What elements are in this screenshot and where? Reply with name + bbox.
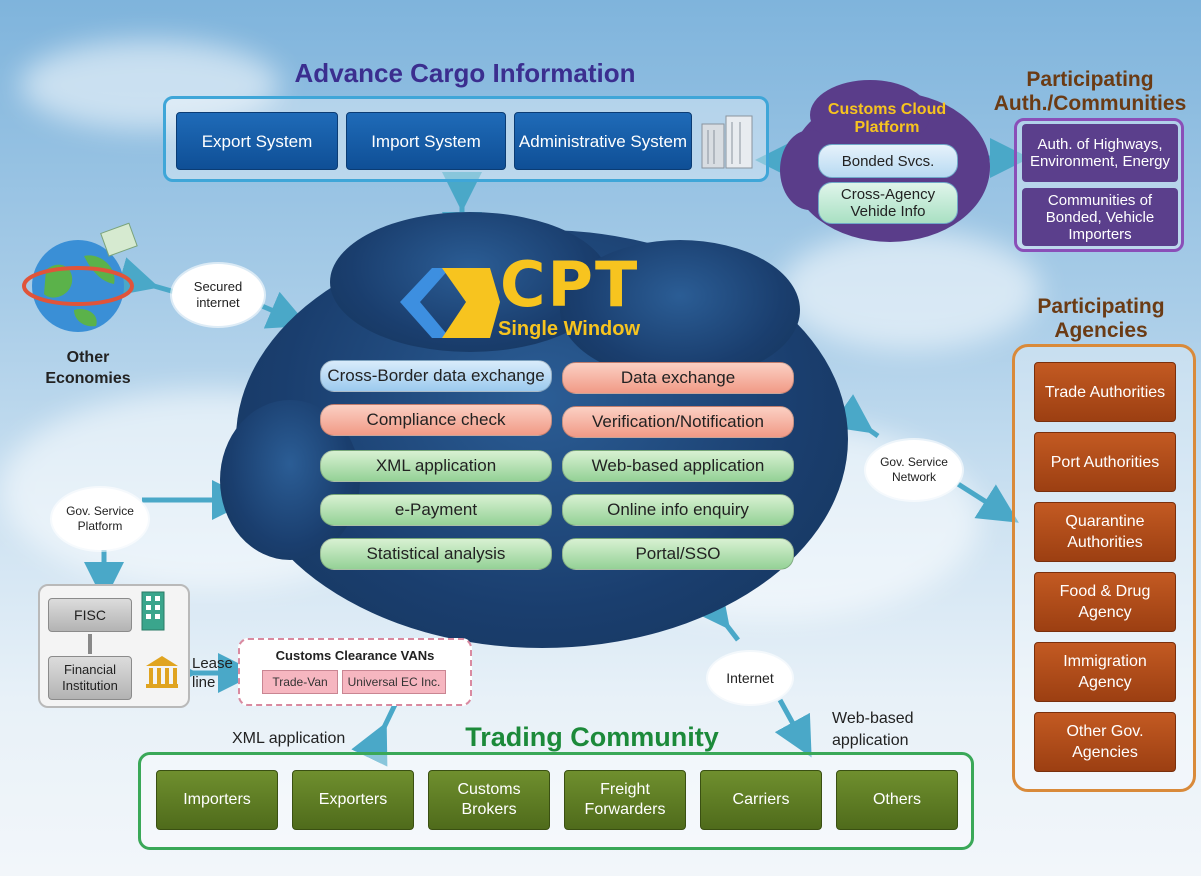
- service-data-exchange[interactable]: Data exchange: [562, 362, 794, 394]
- gov-service-network-cloud: Gov. Service Network: [866, 440, 962, 500]
- service-online-info-enquiry[interactable]: Online info enquiry: [562, 494, 794, 526]
- fisc-button[interactable]: FISC: [48, 598, 132, 632]
- other-economies-label: Other Economies: [45, 349, 131, 387]
- globe-icon: [22, 222, 138, 332]
- financial-institution-button[interactable]: Financial Institution: [48, 656, 132, 700]
- administrative-system-button[interactable]: Administrative System: [514, 112, 692, 170]
- customs-cloud-part: [810, 80, 930, 150]
- service-web-based-application[interactable]: Web-based application: [562, 450, 794, 482]
- trading-others-button[interactable]: Others: [836, 770, 958, 830]
- service-cross-border[interactable]: Cross-Border data exchange: [320, 360, 552, 392]
- secured-internet-cloud: Secured internet: [172, 264, 264, 326]
- agency-trade-button[interactable]: Trade Authorities: [1034, 362, 1176, 422]
- export-system-button[interactable]: Export System: [176, 112, 338, 170]
- agency-immigration-button[interactable]: Immigration Agency: [1034, 642, 1176, 702]
- universal-ec-item[interactable]: Universal EC Inc.: [342, 670, 446, 694]
- bonded-services-button[interactable]: Bonded Svcs.: [818, 144, 958, 178]
- auth-title: Participating Auth./Communities: [993, 68, 1187, 115]
- bg-cloud: [780, 230, 1040, 350]
- server-icon: [701, 115, 753, 169]
- trading-freight-forwarders-button[interactable]: Freight Forwarders: [564, 770, 686, 830]
- customs-cloud-title: Customs Cloud Platform: [827, 101, 947, 136]
- service-compliance-check[interactable]: Compliance check: [320, 404, 552, 436]
- aci-title: Advance Cargo Information: [294, 57, 636, 88]
- internet-cloud: Internet: [708, 652, 792, 704]
- service-e-payment[interactable]: e-Payment: [320, 494, 552, 526]
- auth-highways-button[interactable]: Auth. of Highways, Environment, Energy: [1022, 124, 1178, 182]
- trading-carriers-button[interactable]: Carriers: [700, 770, 822, 830]
- service-xml-application[interactable]: XML application: [320, 450, 552, 482]
- web-based-application-label: Web-based application: [832, 710, 914, 749]
- service-portal-sso[interactable]: Portal/SSO: [562, 538, 794, 570]
- xml-application-label: XML application: [232, 730, 346, 747]
- trading-title: Trading Community: [465, 721, 719, 752]
- agencies-title: Participating Agencies: [1037, 295, 1165, 342]
- gov-service-platform-cloud: Gov. Service Platform: [52, 488, 148, 550]
- import-system-button[interactable]: Import System: [346, 112, 506, 170]
- communities-importers-button[interactable]: Communities of Bonded, Vehicle Importers: [1022, 188, 1178, 246]
- building-icon: [141, 591, 165, 631]
- fisc-connector: [88, 634, 92, 654]
- agency-quarantine-button[interactable]: Quarantine Authorities: [1034, 502, 1176, 562]
- vans-title: Customs Clearance VANs: [275, 647, 435, 663]
- trading-exporters-button[interactable]: Exporters: [292, 770, 414, 830]
- cpt-subtitle: Single Window: [498, 318, 641, 340]
- trading-customs-brokers-button[interactable]: Customs Brokers: [428, 770, 550, 830]
- service-statistical-analysis[interactable]: Statistical analysis: [320, 538, 552, 570]
- cpt-logo-icon: [400, 268, 500, 338]
- agency-food-drug-button[interactable]: Food & Drug Agency: [1034, 572, 1176, 632]
- agency-port-button[interactable]: Port Authorities: [1034, 432, 1176, 492]
- lease-line-label: Lease line: [192, 655, 233, 691]
- cpt-logo-text: CPT: [500, 248, 640, 321]
- cross-agency-vehicle-button[interactable]: Cross-Agency Vehide Info: [818, 182, 958, 224]
- trade-van-item[interactable]: Trade-Van: [262, 670, 338, 694]
- bank-icon: [146, 656, 178, 688]
- cpt-cloud-part: [560, 240, 800, 380]
- agency-other-gov-button[interactable]: Other Gov. Agencies: [1034, 712, 1176, 772]
- service-verification[interactable]: Verification/Notification: [562, 406, 794, 438]
- trading-importers-button[interactable]: Importers: [156, 770, 278, 830]
